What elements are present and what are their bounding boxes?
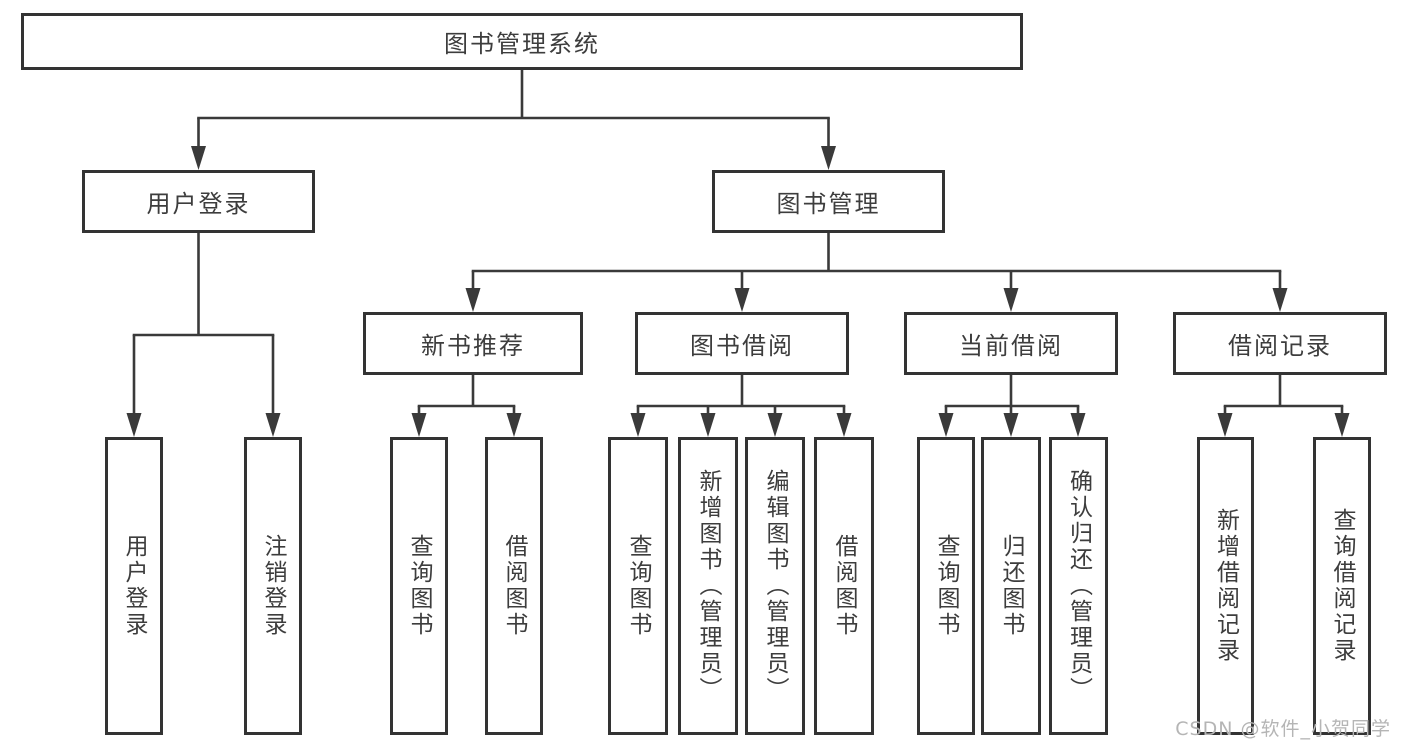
node-book-borrowing: 图书借阅 (635, 312, 849, 375)
link-2-arrowhead-0 (465, 288, 481, 312)
link-5-arrowhead-1 (1003, 413, 1019, 437)
link-2-arrowhead-2 (1003, 288, 1019, 312)
link-6-arrowhead-1 (1334, 413, 1350, 437)
node-leaf-return-books: 归还图书 (981, 437, 1041, 735)
link-4-arrowhead-0 (630, 413, 646, 437)
node-label: 确认归还（管理员） (1065, 469, 1092, 703)
node-label: 新书推荐 (421, 332, 525, 360)
node-current-borrowing: 当前借阅 (904, 312, 1118, 375)
node-leaf-edit-books-admin: 编辑图书（管理员） (745, 437, 805, 735)
node-label: 查询图书 (933, 534, 959, 638)
node-label: 图书管理 (776, 190, 881, 218)
link-1-arrowhead-1 (265, 413, 281, 437)
link-0-arrowhead-1 (821, 146, 836, 170)
node-label: 查询借阅记录 (1329, 508, 1355, 664)
node-label: 查询图书 (406, 534, 432, 638)
node-label: 归还图书 (998, 534, 1024, 638)
node-label: 查询图书 (625, 534, 651, 638)
link-4-arrowhead-3 (836, 413, 852, 437)
node-leaf-add-books-admin: 新增图书（管理员） (678, 437, 738, 735)
node-label: 借阅图书 (831, 534, 857, 638)
node-leaf-query-borrow-record: 查询借阅记录 (1313, 437, 1371, 735)
node-leaf-borrow-books-1: 借阅图书 (485, 437, 543, 735)
node-leaf-logout: 注销登录 (244, 437, 302, 735)
node-book-management: 图书管理 (712, 170, 945, 233)
link-0-arrowhead-0 (191, 146, 206, 170)
node-label: 新增借阅记录 (1212, 508, 1239, 664)
link-2-arrowhead-3 (1272, 288, 1288, 312)
link-3-arrowhead-0 (411, 413, 427, 437)
node-label: 当前借阅 (959, 332, 1063, 360)
node-new-book-recommend: 新书推荐 (363, 312, 583, 375)
node-root: 图书管理系统 (21, 13, 1023, 70)
link-3-arrowhead-1 (506, 413, 522, 437)
link-4-arrowhead-2 (767, 413, 783, 437)
node-user-login: 用户登录 (82, 170, 315, 233)
node-leaf-user-login: 用户登录 (105, 437, 163, 735)
node-leaf-borrow-books-2: 借阅图书 (814, 437, 874, 735)
node-label: 图书借阅 (690, 332, 794, 360)
node-label: 编辑图书（管理员） (762, 469, 788, 703)
link-5-arrowhead-2 (1070, 413, 1086, 437)
node-leaf-query-books-3: 查询图书 (917, 437, 975, 735)
node-leaf-confirm-return-admin: 确认归还（管理员） (1049, 437, 1108, 735)
node-label: 图书管理系统 (444, 30, 600, 58)
node-leaf-add-borrow-record: 新增借阅记录 (1197, 437, 1254, 735)
link-1-arrowhead-0 (126, 413, 142, 437)
node-label: 新增图书（管理员） (695, 469, 721, 703)
node-leaf-query-books-1: 查询图书 (390, 437, 448, 735)
node-label: 借阅记录 (1228, 332, 1332, 360)
link-2-arrowhead-1 (734, 288, 750, 312)
node-label: 注销登录 (260, 534, 286, 638)
node-borrow-records: 借阅记录 (1173, 312, 1387, 375)
node-label: 用户登录 (146, 190, 251, 218)
link-6-arrowhead-0 (1217, 413, 1233, 437)
node-label: 用户登录 (121, 534, 147, 638)
link-4-arrowhead-1 (700, 413, 716, 437)
link-5-arrowhead-0 (938, 413, 954, 437)
node-leaf-query-books-2: 查询图书 (608, 437, 668, 735)
node-label: 借阅图书 (501, 534, 527, 638)
